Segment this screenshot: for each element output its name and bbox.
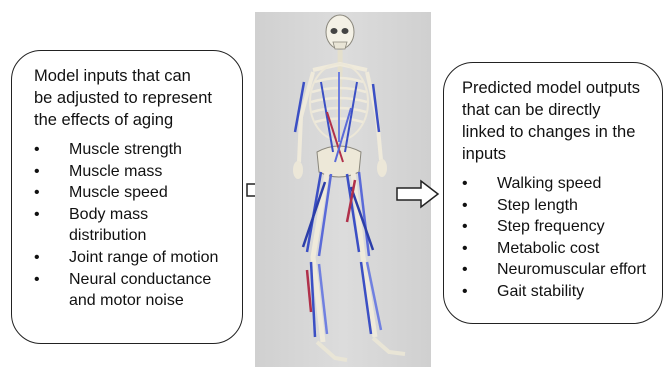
output-item: Metabolic cost	[462, 238, 656, 260]
output-item: Walking speed	[462, 173, 656, 195]
right-arrow-icon	[396, 179, 440, 209]
input-item-text: distribution	[69, 225, 234, 247]
model-inputs-box: Model inputs that can be adjusted to rep…	[11, 50, 243, 344]
inputs-heading-line: be adjusted to represent	[34, 87, 234, 109]
input-item: Muscle mass	[34, 161, 234, 183]
inputs-list: Muscle strength Muscle mass Muscle speed…	[34, 139, 234, 312]
output-item-text: Neuromuscular effort	[497, 261, 646, 278]
output-item: Gait stability	[462, 281, 656, 303]
model-outputs-box: Predicted model outputs that can be dire…	[443, 62, 663, 324]
output-item-text: Step length	[497, 197, 578, 214]
input-item: Joint range of motion	[34, 247, 234, 269]
output-item-text: Step frequency	[497, 218, 605, 235]
input-item: Neural conductance and motor noise	[34, 269, 234, 312]
outputs-heading-line: linked to changes in the	[462, 121, 656, 143]
input-item-text: and motor noise	[69, 290, 234, 312]
input-item: Body mass distribution	[34, 204, 234, 247]
input-item-text: Joint range of motion	[69, 249, 218, 266]
outputs-list: Walking speed Step length Step frequency…	[462, 173, 656, 303]
outputs-heading: Predicted model outputs that can be dire…	[462, 77, 656, 165]
input-item-text: Muscle mass	[69, 163, 162, 180]
outputs-heading-line: that can be directly	[462, 99, 656, 121]
input-item-text: Muscle strength	[69, 141, 182, 158]
input-item-text: Neural conductance	[69, 269, 234, 291]
input-item: Muscle speed	[34, 182, 234, 204]
output-item-text: Gait stability	[497, 283, 584, 300]
output-item: Step length	[462, 195, 656, 217]
outputs-heading-line: inputs	[462, 143, 656, 165]
output-item: Neuromuscular effort	[462, 259, 656, 281]
inputs-heading-line: the effects of aging	[34, 109, 234, 131]
output-item: Step frequency	[462, 216, 656, 238]
output-item-text: Metabolic cost	[497, 240, 599, 257]
inputs-heading: Model inputs that can be adjusted to rep…	[34, 65, 234, 131]
input-item-text: Muscle speed	[69, 184, 168, 201]
output-item-text: Walking speed	[497, 175, 601, 192]
input-item: Muscle strength	[34, 139, 234, 161]
input-item-text: Body mass	[69, 204, 234, 226]
inputs-heading-line: Model inputs that can	[34, 65, 234, 87]
outputs-heading-line: Predicted model outputs	[462, 77, 656, 99]
